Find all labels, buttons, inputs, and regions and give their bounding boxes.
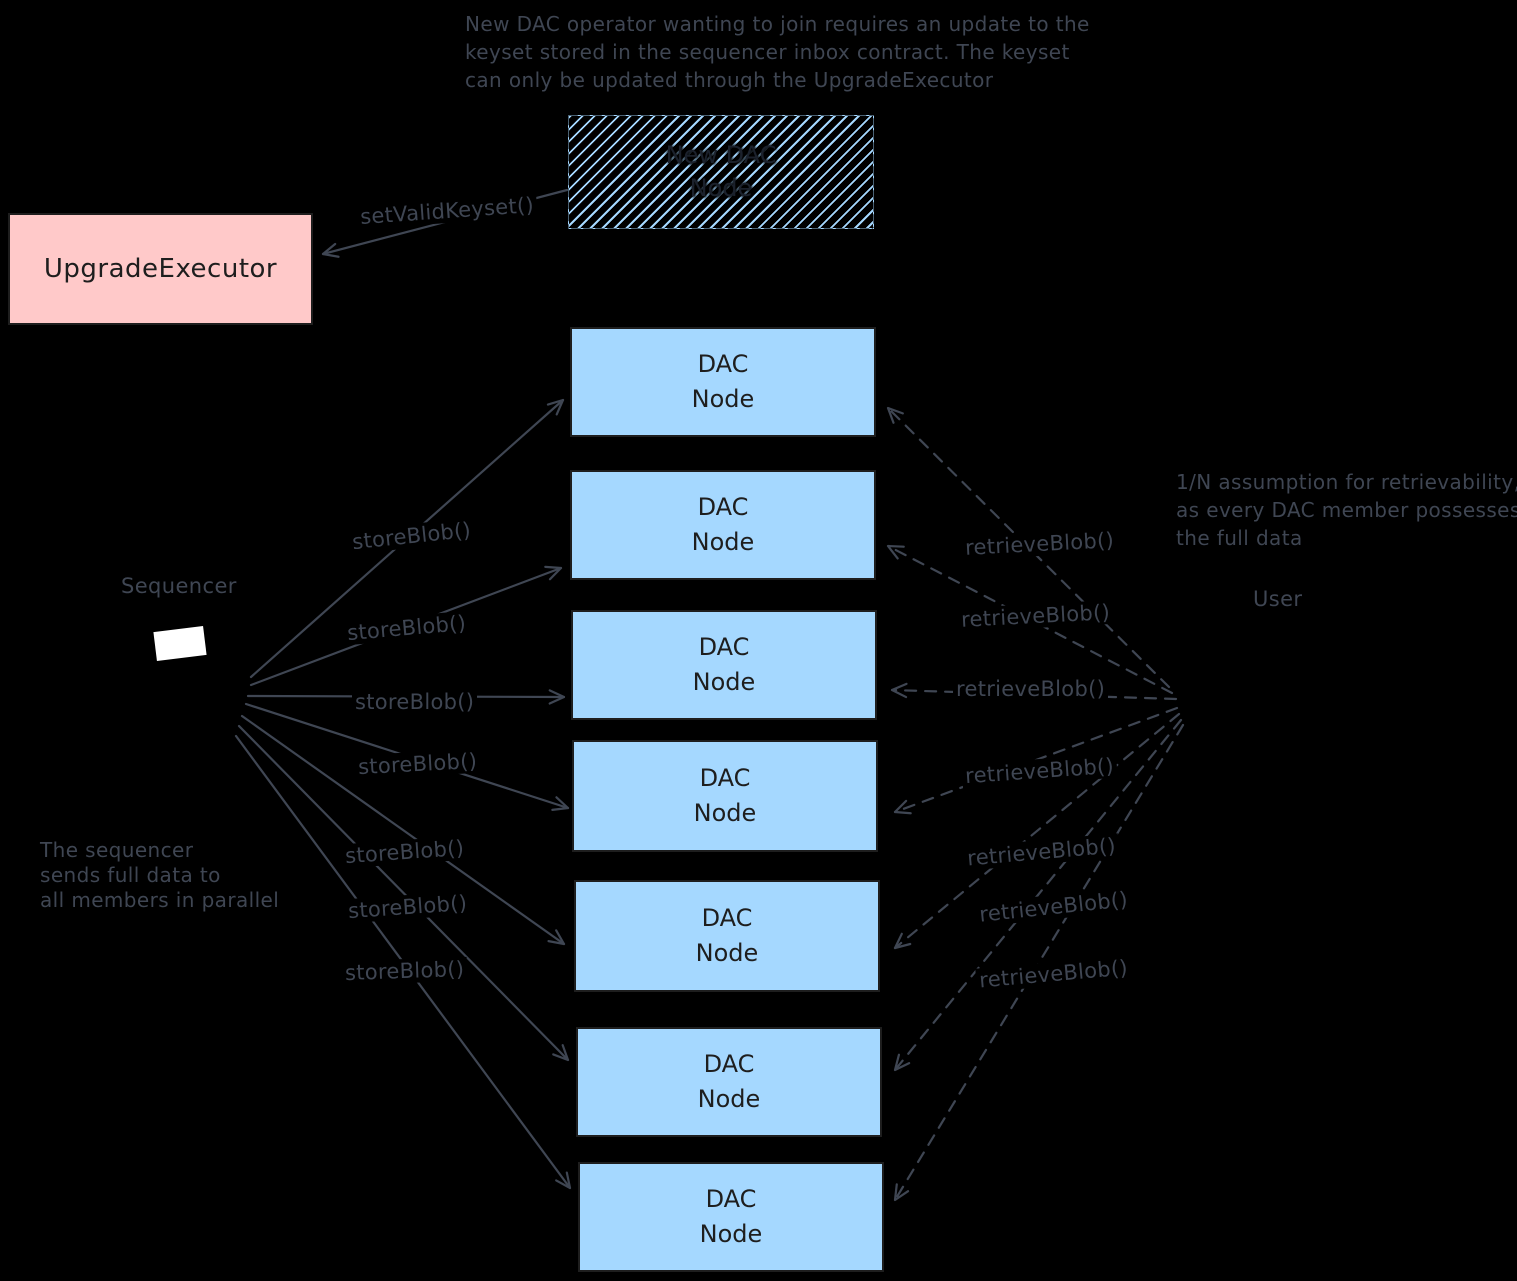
dac-node-label-line1: DAC [703,1050,755,1078]
retrieve-blob-arrow-7 [893,723,1185,1202]
dac-node-label-line2: Node [691,385,755,413]
dac-node-label-line2: Node [692,668,756,696]
new-dac-node-box: New DAC Node [568,115,874,229]
dac-node-box-4: DAC Node [572,740,878,852]
dac-node-box-7: DAC Node [578,1162,884,1272]
upgrade-executor-label: UpgradeExecutor [43,254,278,284]
note-line: The sequencer [40,838,194,862]
note-line: keyset stored in the sequencer inbox con… [465,40,1070,64]
dac-node-label-line1: DAC [697,350,749,378]
note-line: 1/N assumption for retrievability, [1176,470,1517,494]
dac-node-label-line2: Node [695,939,759,967]
new-dac-node-label-line2: Node [689,174,753,202]
dac-node-box-2: DAC Node [570,470,876,580]
note-line: all members in parallel [40,888,280,912]
sequencer-laptop-screen-icon [153,626,207,661]
note-line: sends full data to [40,863,221,887]
retrieve-blob-arrow-6 [893,718,1183,1072]
dac-node-label-line2: Node [693,799,757,827]
note-line: the full data [1176,526,1303,550]
note-line: as every DAC member possesses [1176,498,1517,522]
note-retrievability: 1/N assumption for retrievability, as ev… [1176,468,1517,552]
dac-node-box-3: DAC Node [571,610,877,720]
dac-node-label-line1: DAC [701,904,753,932]
note-line: New DAC operator wanting to join require… [465,12,1090,36]
note-line: can only be updated through the UpgradeE… [465,68,994,92]
dac-node-box-6: DAC Node [576,1027,882,1137]
retrieve-blob-label-3: retrieveBlob() [953,677,1109,701]
retrieve-blob-arrow-1 [886,406,1171,689]
dac-node-label-line1: DAC [698,633,750,661]
dac-node-label-line2: Node [699,1220,763,1248]
dac-node-label-line1: DAC [697,493,749,521]
dac-node-box-1: DAC Node [570,327,876,437]
dac-node-label-line1: DAC [699,764,751,792]
dac-node-label-line1: DAC [705,1185,757,1213]
note-keyset-update: New DAC operator wanting to join require… [465,10,1090,94]
dac-node-box-5: DAC Node [574,880,880,992]
store-blob-label-3: storeBlob() [352,690,478,714]
store-blob-arrow-6 [237,724,570,1062]
dac-node-label-line2: Node [691,528,755,556]
upgrade-executor-box: UpgradeExecutor [8,213,313,325]
retrieve-blob-arrow-5 [893,712,1181,950]
dac-node-label-line2: Node [697,1085,761,1113]
store-blob-label-7: storeBlob() [341,956,468,986]
user-label: User [1253,587,1303,611]
store-blob-arrow-5 [240,714,566,946]
note-sequencer-parallel: The sequencer sends full data to all mem… [40,838,279,913]
sequencer-label: Sequencer [121,574,237,598]
new-dac-node-label-line1: New DAC [665,141,777,169]
